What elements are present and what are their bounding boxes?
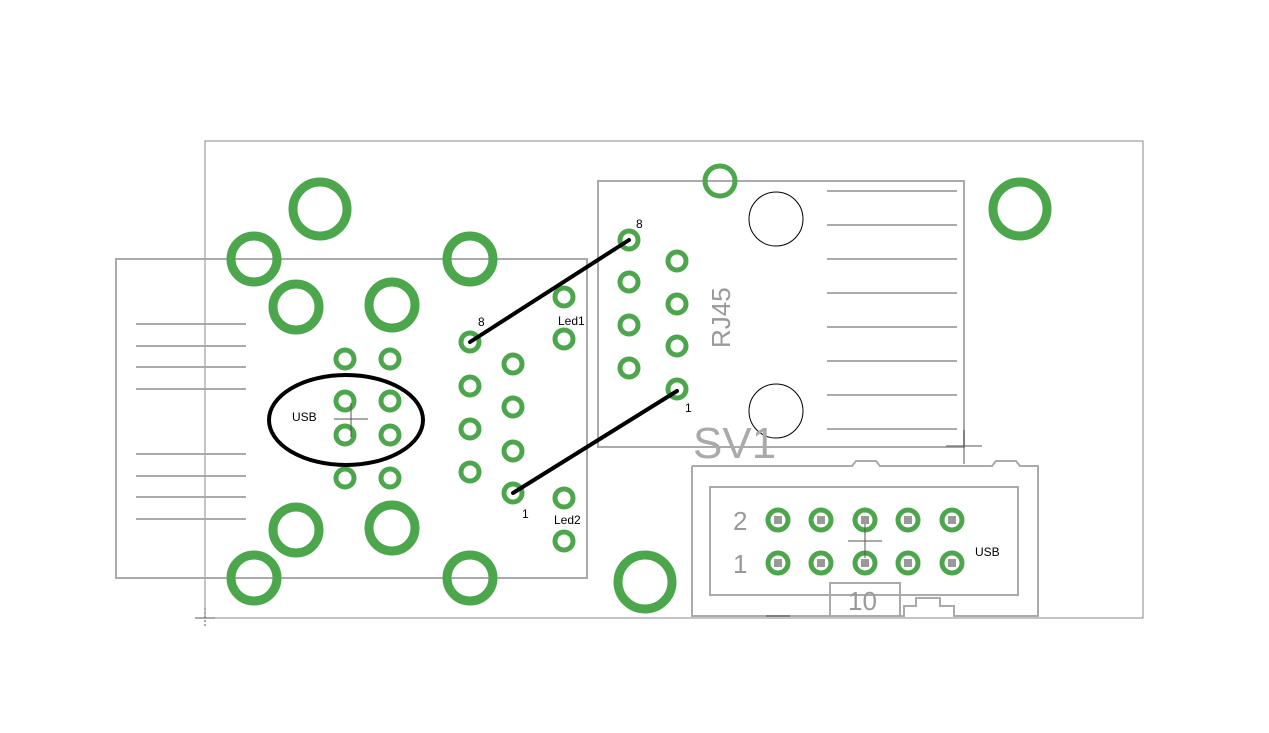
wire-pin1 <box>511 389 679 495</box>
pin8-left-label: 8 <box>478 315 485 329</box>
wire-pin8 <box>468 238 631 344</box>
row2-label: 2 <box>733 506 747 536</box>
small-pads <box>333 163 738 553</box>
header-pins <box>765 507 965 576</box>
usb-left-label: USB <box>292 410 317 424</box>
led1-label: Led1 <box>558 314 585 328</box>
led2-label: Led2 <box>554 513 581 527</box>
sv1-label: SV1 <box>693 419 776 468</box>
rj45-footprint <box>597 180 965 448</box>
usb-connector-footprint <box>115 258 588 579</box>
sv1-header-footprint <box>691 430 1039 617</box>
mounting-pads <box>226 177 1052 614</box>
pin1-left-label: 1 <box>522 507 529 521</box>
board-outline <box>204 140 1144 619</box>
origin-cross <box>195 608 215 628</box>
pin8-right-label: 8 <box>636 217 643 231</box>
usb-center-cross <box>334 403 368 437</box>
header-count-label: 10 <box>848 586 877 616</box>
usb-highlight-ellipse <box>267 373 425 467</box>
rj45-label: RJ45 <box>706 287 736 348</box>
usb-header-label: USB <box>975 545 1000 559</box>
row1-label: 1 <box>733 549 747 579</box>
pin1-right-label: 1 <box>685 401 692 415</box>
